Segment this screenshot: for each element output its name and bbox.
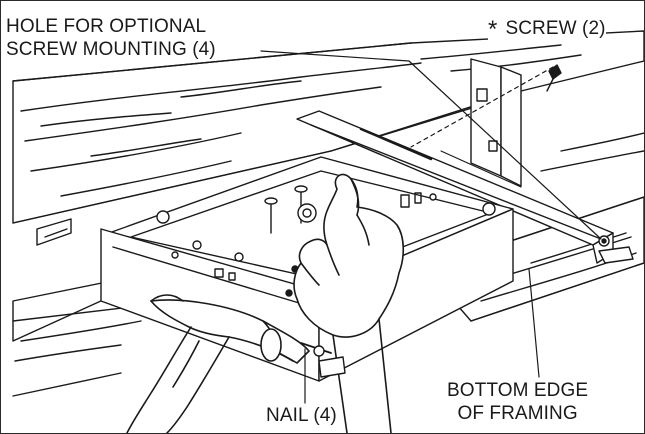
screw-icon (546, 64, 562, 92)
edge-label-line-1: BOTTOM EDGE (447, 380, 589, 401)
hammer-icon (126, 294, 310, 433)
asterisk-marker: * (488, 16, 498, 43)
hole-for-screw-mounting-label: HOLE FOR OPTIONAL SCREW MOUNTING (4) (6, 15, 216, 61)
leader-lines (260, 50, 602, 404)
bottom-edge-of-framing-label: BOTTOM EDGE OF FRAMING (447, 379, 588, 425)
nail-label: NAIL (4) (266, 404, 337, 427)
hole-label-line-1: HOLE FOR OPTIONAL (6, 16, 207, 37)
hand-icon (293, 173, 405, 433)
screw-label: * SCREW (2) (488, 16, 606, 43)
nail-icon (300, 342, 346, 378)
screw-label-text: SCREW (2) (505, 18, 606, 39)
mounting-rail (296, 110, 614, 264)
back-plate (470, 58, 522, 187)
hole-label-line-2: SCREW MOUNTING (4) (6, 39, 216, 60)
nail-label-text: NAIL (4) (266, 405, 337, 426)
edge-label-line-2: OF FRAMING (457, 403, 578, 424)
